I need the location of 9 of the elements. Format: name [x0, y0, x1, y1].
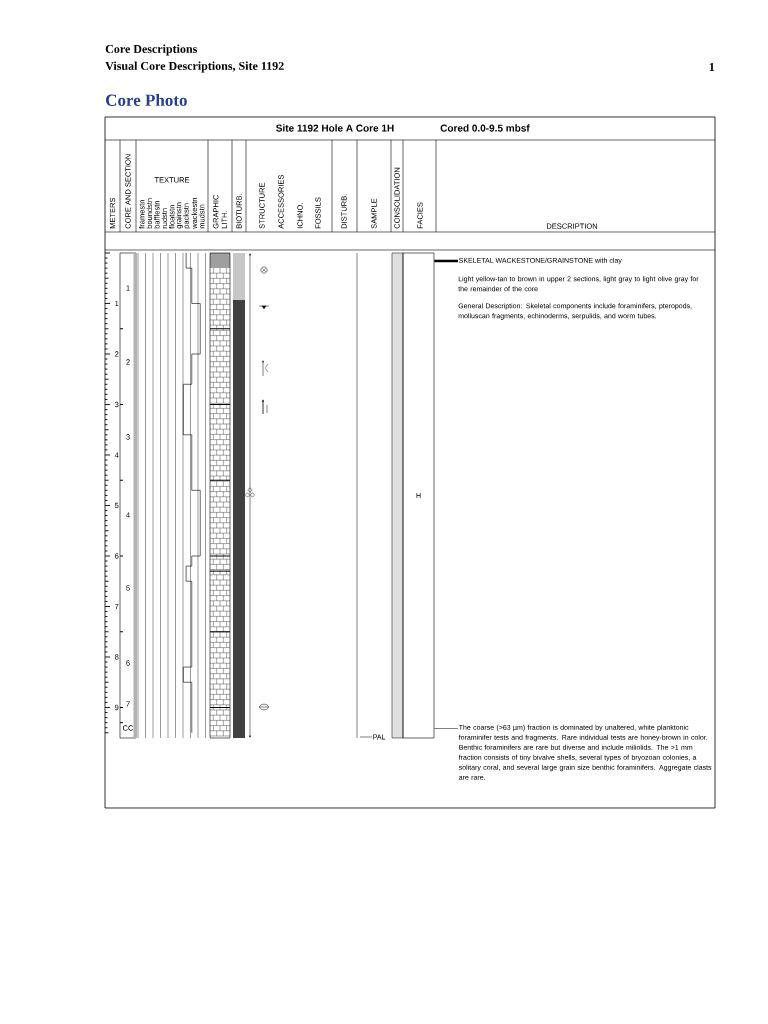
- leader-line: [434, 728, 459, 729]
- running-head: Visual Core Descriptions, Site 1192: [105, 61, 284, 73]
- core-heading: Site 1192 Hole A Core 1H: [276, 124, 394, 132]
- leader-line: [434, 259, 458, 263]
- page-title: Core Photo: [106, 94, 187, 106]
- core-heading: Cored 0.0-9.5 mbsf: [440, 124, 530, 132]
- page-number: 1: [709, 63, 715, 71]
- leader-line: [359, 736, 373, 738]
- running-head: Core Descriptions: [105, 44, 197, 56]
